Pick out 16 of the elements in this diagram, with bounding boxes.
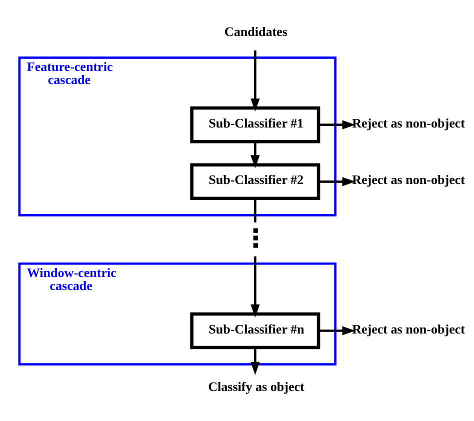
arrow	[318, 120, 356, 129]
arrow	[250, 141, 260, 168]
node-box: Sub-Classifier #n	[190, 312, 320, 349]
node-text: Reject as non-object	[352, 114, 465, 130]
node-box: Sub-Classifier #2	[190, 162, 320, 200]
arrow	[250, 347, 260, 374]
arrow	[250, 50, 260, 112]
arrow	[250, 256, 260, 317]
node-text: Reject as non-object	[352, 172, 465, 187]
arrow	[318, 326, 356, 335]
node-text: Candidates	[224, 24, 288, 39]
arrow	[318, 176, 356, 186]
connector	[254, 198, 256, 222]
node-text: Reject as non-object	[352, 320, 465, 336]
node-text: Classify as object	[208, 378, 304, 394]
node-box: Sub-Classifier #1	[190, 106, 320, 143]
